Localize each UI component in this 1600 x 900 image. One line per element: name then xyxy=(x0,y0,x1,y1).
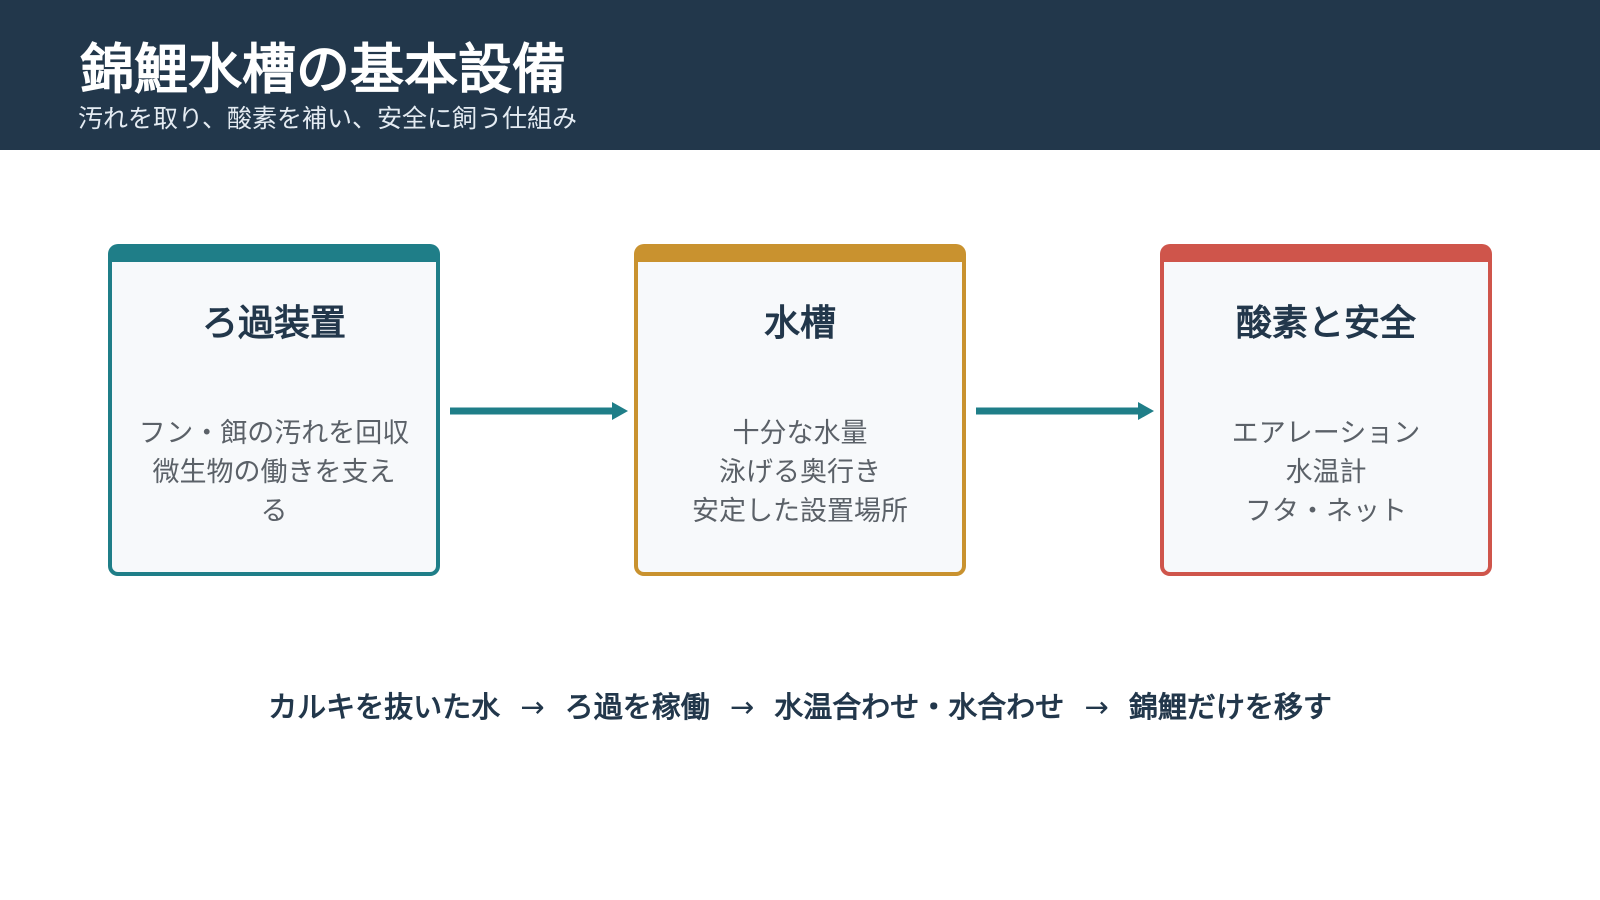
card-description: エアレーション 水温計 フタ・ネット xyxy=(1184,414,1468,531)
card-title: ろ過装置 xyxy=(201,303,346,344)
flow-arrow: → xyxy=(1084,690,1109,724)
card-tank: 水槽 十分な水量 泳げる奥行き 安定した設置場所 xyxy=(634,244,966,576)
page-title: 錦鯉水槽の基本設備 xyxy=(80,38,566,101)
card-line: 微生物の働きを支え xyxy=(152,457,396,488)
card-oxygen-safety: 酸素と安全 エアレーション 水温計 フタ・ネット xyxy=(1160,244,1492,576)
setup-flow: カルキを抜いた水 → ろ過を稼働 → 水温合わせ・水合わせ → 錦鯉だけを移す xyxy=(0,684,1600,726)
card-line: 水温計 xyxy=(1285,457,1367,488)
arrow-right-icon xyxy=(976,402,1154,420)
card-title: 酸素と安全 xyxy=(1235,303,1416,344)
card-line: 十分な水量 xyxy=(732,418,868,449)
flow-step: 錦鯉だけを移す xyxy=(1128,690,1332,724)
card-line: 泳げる奥行き xyxy=(719,457,881,488)
flow-step: ろ過を稼働 xyxy=(564,690,710,724)
card-line: る xyxy=(260,496,288,527)
flow-arrow: → xyxy=(520,690,545,724)
card-line: 安定した設置場所 xyxy=(692,496,908,527)
arrow-right-icon xyxy=(450,402,628,420)
card-description: 十分な水量 泳げる奥行き 安定した設置場所 xyxy=(658,414,942,531)
flow-step: 水温合わせ・水合わせ xyxy=(774,690,1065,724)
card-description: フン・餌の汚れを回収 微生物の働きを支え る xyxy=(132,414,416,531)
flow-step: カルキを抜いた水 xyxy=(268,690,501,724)
card-line: エアレーション xyxy=(1231,418,1421,449)
card-line: フタ・ネット xyxy=(1245,496,1407,527)
page-subtitle: 汚れを取り、酸素を補い、安全に飼う仕組み xyxy=(78,104,578,133)
card-line: フン・餌の汚れを回収 xyxy=(138,418,410,449)
card-filter: ろ過装置 フン・餌の汚れを回収 微生物の働きを支え る xyxy=(108,244,440,576)
card-title: 水槽 xyxy=(763,303,836,344)
flow-arrow: → xyxy=(729,690,755,724)
header-banner: 錦鯉水槽の基本設備 汚れを取り、酸素を補い、安全に飼う仕組み xyxy=(0,0,1600,150)
